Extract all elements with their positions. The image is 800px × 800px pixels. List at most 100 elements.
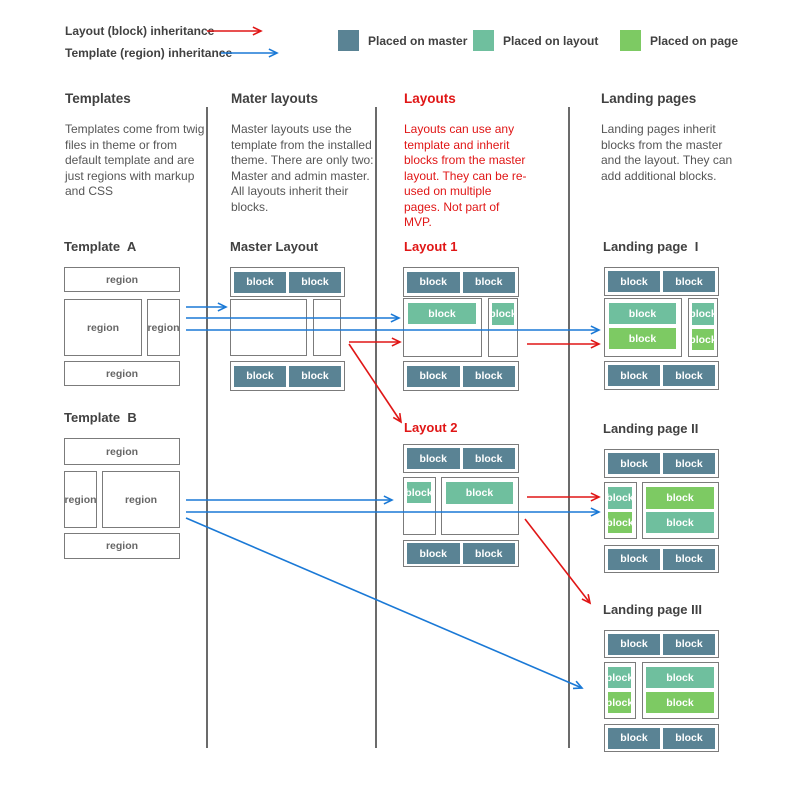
region-label: region bbox=[64, 493, 97, 506]
template-b-region-side: region bbox=[64, 471, 97, 528]
legend-label-placed-on-page: Placed on page bbox=[650, 34, 739, 48]
block-master: block bbox=[663, 365, 715, 386]
section-title-landing-page-3: Landing page III bbox=[603, 602, 702, 617]
legend-label-block-inheritance: Layout (block) inheritance bbox=[65, 24, 215, 38]
section-title-layout-1: Layout 1 bbox=[404, 239, 458, 254]
block-master: block bbox=[462, 543, 515, 564]
block-master: block bbox=[608, 453, 660, 474]
landing-2-bottom-row: block block bbox=[604, 545, 719, 573]
arrow-layout-1-to-landing-page-1 bbox=[527, 339, 601, 349]
block-page: block bbox=[608, 512, 632, 533]
template-a-region-main: region bbox=[64, 299, 142, 356]
master-layout-region-main bbox=[230, 299, 307, 356]
section-title-layout-2: Layout 2 bbox=[404, 420, 458, 435]
block-master: block bbox=[608, 271, 660, 292]
block-master: block bbox=[663, 633, 715, 655]
block-layout: block bbox=[408, 303, 476, 324]
column-title-landing-pages: Landing pages bbox=[601, 91, 697, 106]
landing-3-region-main: block block bbox=[642, 662, 719, 719]
template-a-region-top: region bbox=[64, 267, 180, 292]
block-master: block bbox=[289, 271, 341, 293]
landing-1-region-main: block block bbox=[604, 298, 682, 357]
region-label: region bbox=[105, 273, 139, 286]
block-master: block bbox=[608, 727, 660, 749]
master-layout-bottom-row: block block bbox=[230, 361, 345, 391]
region-label: region bbox=[105, 445, 139, 458]
block-layout: block bbox=[609, 303, 676, 324]
layout-1-bottom-row: block block bbox=[403, 361, 519, 391]
layout-1-top-row: block block bbox=[403, 267, 519, 297]
block-master: block bbox=[407, 543, 460, 564]
section-title-template-a: Template A bbox=[64, 239, 137, 254]
landing-2-top-row: block block bbox=[604, 449, 719, 478]
legend-swatch-layout bbox=[473, 30, 494, 51]
divider-col3-col4 bbox=[568, 107, 570, 748]
section-title-landing-page-2: Landing page II bbox=[603, 421, 699, 436]
block-master: block bbox=[663, 271, 715, 292]
block-master: block bbox=[608, 365, 660, 386]
template-a-region-bottom: region bbox=[64, 361, 180, 386]
landing-3-bottom-row: block block bbox=[604, 724, 719, 752]
column-desc-master-layouts: Master layouts use the template from the… bbox=[231, 122, 374, 214]
column-desc-layouts: Layouts can use any template and inherit… bbox=[404, 122, 527, 229]
block-master: block bbox=[407, 448, 460, 469]
region-label: region bbox=[124, 493, 158, 506]
region-label: region bbox=[105, 367, 139, 380]
arrow-template-b-to-landing-page-3 bbox=[185, 517, 584, 690]
template-b-region-top: region bbox=[64, 438, 180, 465]
column-title-layouts: Layouts bbox=[404, 91, 456, 106]
legend-swatch-page bbox=[620, 30, 641, 51]
section-title-master-layout: Master Layout bbox=[230, 239, 319, 254]
block-layout: block bbox=[692, 303, 714, 325]
arrow-template-b-to-layout-2 bbox=[186, 495, 394, 505]
column-desc-templates: Templates come from twig files in theme … bbox=[65, 122, 205, 198]
block-layout: block bbox=[407, 482, 431, 503]
block-master: block bbox=[289, 365, 341, 387]
landing-3-top-row: block block bbox=[604, 630, 719, 658]
block-page: block bbox=[646, 487, 714, 509]
block-master: block bbox=[407, 365, 460, 387]
block-master: block bbox=[663, 727, 715, 749]
landing-2-region-side: block block bbox=[604, 482, 637, 539]
template-b-region-bottom: region bbox=[64, 533, 180, 559]
master-layout-top-row: block block bbox=[230, 267, 345, 297]
block-layout: block bbox=[608, 487, 632, 509]
column-title-master-layouts: Mater layouts bbox=[231, 91, 319, 106]
arrow-legend-block-inheritance bbox=[207, 26, 263, 36]
layout-1-region-main: block bbox=[403, 298, 482, 357]
arrow-template-b-to-landing-page-2 bbox=[186, 507, 601, 517]
section-title-landing-page-1: Landing page I bbox=[603, 239, 699, 254]
landing-1-top-row: block block bbox=[604, 267, 719, 296]
layout-2-region-main: block bbox=[441, 477, 519, 535]
block-master: block bbox=[234, 365, 286, 387]
section-title-template-b: Template B bbox=[64, 410, 137, 425]
layout-2-bottom-row: block block bbox=[403, 540, 519, 567]
block-master: block bbox=[462, 448, 515, 469]
landing-1-region-side: block block bbox=[688, 298, 718, 357]
template-a-region-side: region bbox=[147, 299, 180, 356]
block-master: block bbox=[407, 271, 460, 293]
divider-col2-col3 bbox=[375, 107, 377, 748]
block-master: block bbox=[234, 271, 286, 293]
legend-label-placed-on-master: Placed on master bbox=[368, 34, 468, 48]
block-page: block bbox=[609, 328, 676, 349]
block-layout: block bbox=[608, 667, 631, 688]
master-layout-region-side bbox=[313, 299, 341, 356]
arrow-layout-2-to-landing-page-2 bbox=[527, 492, 601, 502]
block-page: block bbox=[692, 329, 714, 350]
divider-col1-col2 bbox=[206, 107, 208, 748]
landing-1-bottom-row: block block bbox=[604, 361, 719, 390]
column-title-templates: Templates bbox=[65, 91, 131, 106]
landing-2-region-main: block block bbox=[642, 482, 719, 539]
block-master: block bbox=[663, 453, 715, 474]
block-layout: block bbox=[446, 482, 513, 504]
layout-2-region-side: block bbox=[403, 477, 436, 535]
layout-2-top-row: block block bbox=[403, 444, 519, 473]
region-label: region bbox=[105, 540, 139, 552]
block-master: block bbox=[608, 633, 660, 655]
landing-3-region-side: block block bbox=[604, 662, 636, 719]
block-layout: block bbox=[492, 303, 514, 325]
block-page: block bbox=[608, 692, 631, 713]
legend-swatch-master bbox=[338, 30, 359, 51]
